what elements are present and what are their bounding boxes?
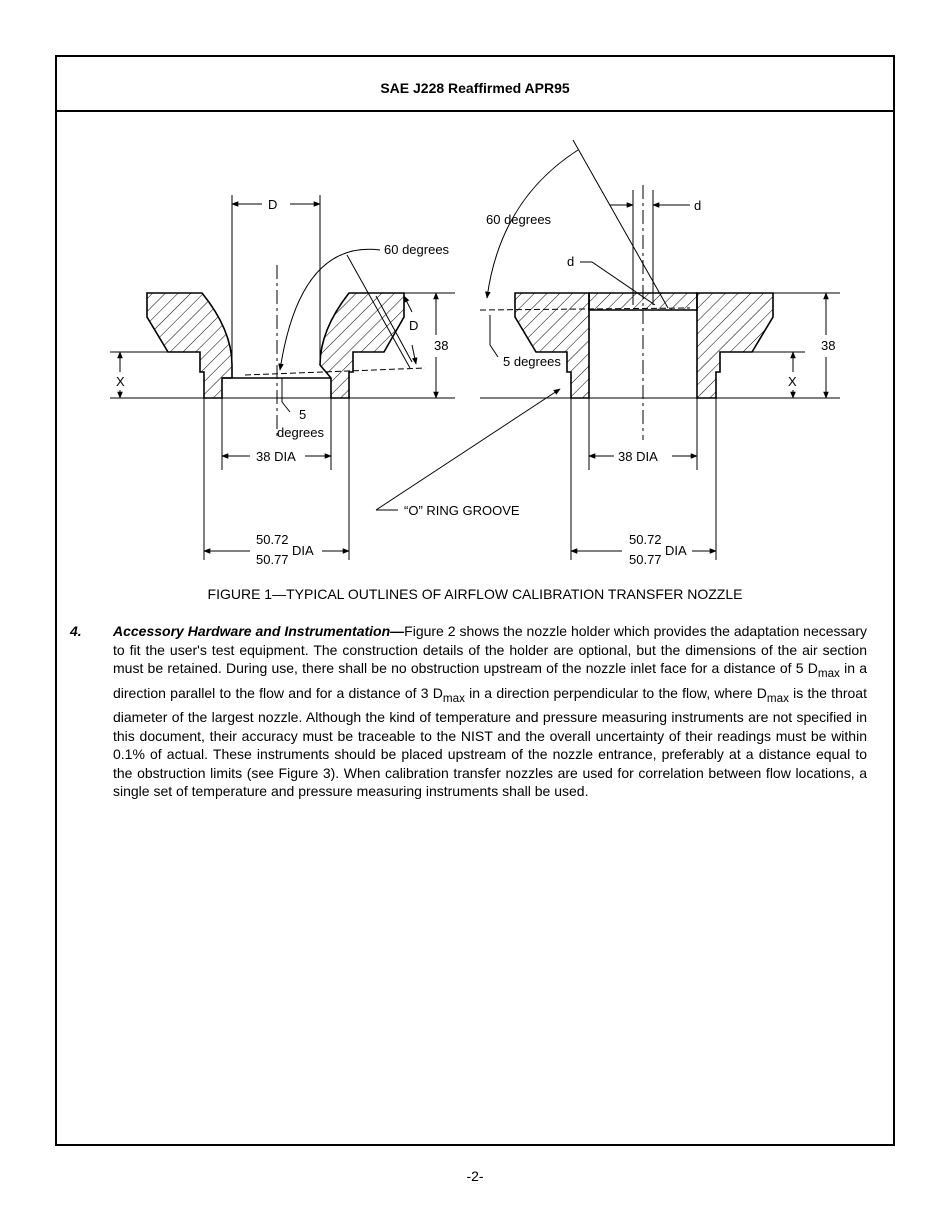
left-nozzle-left-wall: [146, 292, 233, 399]
right-label-60: 60 degrees: [486, 212, 552, 227]
figure-caption: FIGURE 1—TYPICAL OUTLINES OF AIRFLOW CAL…: [207, 586, 743, 602]
right-label-5072: 50.72: [629, 532, 662, 547]
oring-groove-label: “O” RING GROOVE: [404, 503, 520, 518]
left-label-5077: 50.77: [256, 552, 289, 567]
right-label-d-top: d: [694, 198, 701, 213]
section-text-1: Figure 2 shows the nozzle holder which p…: [113, 623, 867, 677]
section-body: Accessory Hardware and Instrumentation—F…: [113, 622, 867, 801]
right-nozzle-inlet-face: [588, 292, 698, 311]
left-label-38: 38: [434, 338, 448, 353]
right-nozzle-right-wall: [696, 292, 774, 399]
right-nozzle: [375, 139, 840, 560]
right-label-X: X: [788, 374, 797, 389]
right-label-5077: 50.77: [629, 552, 662, 567]
left-label-38dia: 38 DIA: [256, 449, 296, 464]
page-number: -2-: [466, 1168, 484, 1184]
right-nozzle-left-wall: [514, 292, 590, 399]
page-frame: [55, 55, 895, 1146]
document-header: SAE J228 Reaffirmed APR95: [380, 80, 570, 96]
right-label-d-side: d: [567, 254, 574, 269]
section-title: Accessory Hardware and Instrumentation—: [113, 623, 405, 639]
right-label-38dia: 38 DIA: [618, 449, 658, 464]
section-number: 4.: [70, 623, 82, 639]
subscript-max-3: max: [766, 691, 789, 705]
right-label-5deg: 5 degrees: [503, 354, 561, 369]
left-nozzle: [110, 195, 455, 560]
left-label-5: 5: [299, 407, 306, 422]
left-label-5072: 50.72: [256, 532, 289, 547]
left-label-D-side: D: [409, 318, 418, 333]
right-label-dia: DIA: [665, 543, 687, 558]
figure-1-drawing: D 60 degrees D 38 X 5 degrees 38 DIA 50.…: [110, 139, 840, 567]
left-label-dia: DIA: [292, 543, 314, 558]
right-label-38: 38: [821, 338, 835, 353]
left-label-60: 60 degrees: [384, 242, 450, 257]
section-4: 4. Accessory Hardware and Instrumentatio…: [70, 622, 867, 801]
left-label-X: X: [116, 374, 125, 389]
subscript-max-1: max: [817, 666, 840, 680]
header-divider: [55, 110, 895, 112]
subscript-max-2: max: [442, 691, 465, 705]
section-text-4: is the throat diameter of the largest no…: [113, 684, 867, 800]
left-label-D-top: D: [268, 197, 277, 212]
section-text-3: in a direction perpendicular to the flow…: [464, 684, 767, 701]
left-label-degrees: degrees: [277, 425, 324, 440]
section-text-2: in a direction parallel to the flow and …: [113, 660, 867, 701]
left-nozzle-right-wall: [319, 292, 405, 399]
